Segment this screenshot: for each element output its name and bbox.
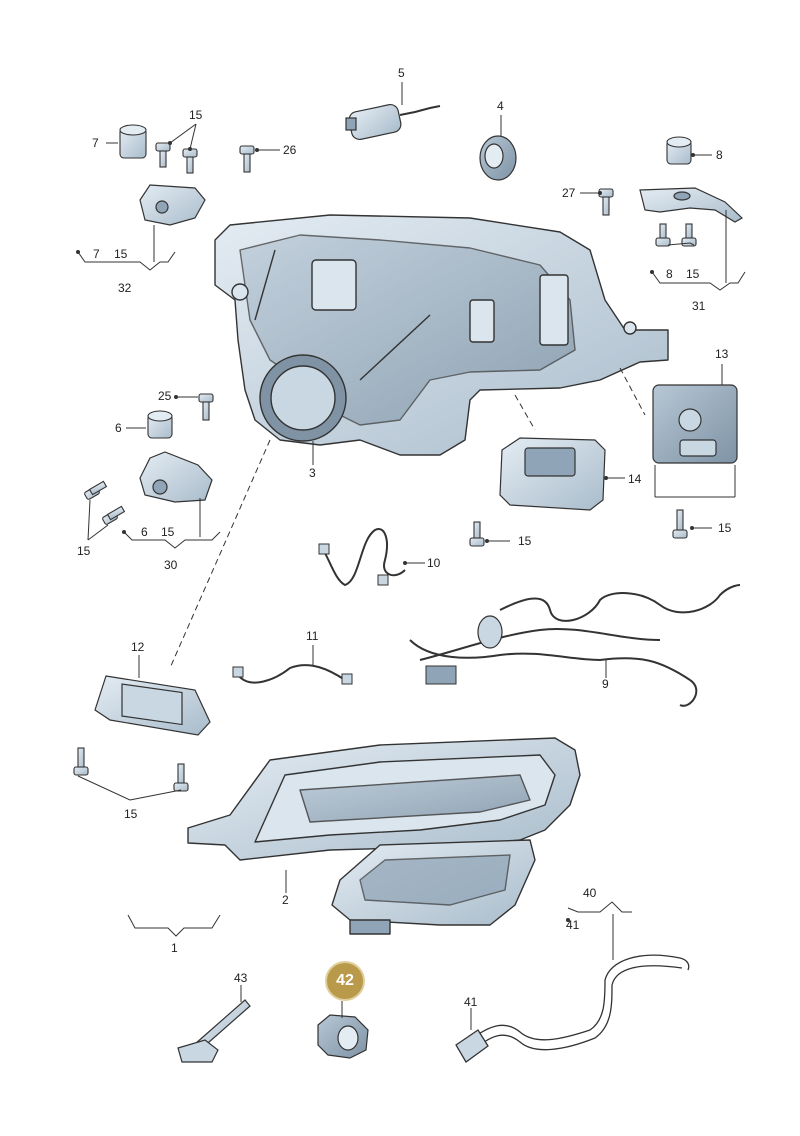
callout-30: 30 — [164, 558, 178, 572]
callout-15: 15 — [189, 108, 203, 122]
highlight-badge-42: 42 — [325, 961, 365, 1001]
callout-11: 11 — [306, 629, 319, 643]
callout-4: 4 — [497, 99, 504, 113]
callout-15-lower: 15 — [124, 807, 138, 821]
callout-15-range-left: 15 — [161, 525, 175, 539]
callout-31: 31 — [692, 299, 706, 313]
cable-tie — [177, 999, 251, 1063]
cover-cap — [479, 135, 517, 181]
headlight-lens-assembly — [187, 737, 581, 935]
callout-1: 1 — [171, 941, 178, 955]
control-unit-12 — [94, 675, 211, 736]
callout-26: 26 — [283, 143, 297, 157]
callout-6-range: 6 — [141, 525, 148, 539]
callout-12: 12 — [131, 640, 145, 654]
callout-41: 41 — [464, 995, 478, 1009]
actuator-motor — [345, 103, 441, 141]
callout-41-range: 41 — [566, 918, 580, 932]
callout-15-range: 15 — [114, 247, 128, 261]
fasteners — [73, 124, 697, 792]
grommet-part — [317, 1014, 369, 1059]
callout-13: 13 — [715, 347, 729, 361]
callout-27: 27 — [562, 186, 576, 200]
callout-43: 43 — [234, 971, 248, 985]
callout-8-range: 8 — [666, 267, 673, 281]
wiring-harnesses — [232, 528, 741, 707]
callout-40: 40 — [583, 886, 597, 900]
control-unit-13 — [652, 384, 738, 464]
callout-8: 8 — [716, 148, 723, 162]
callout-5: 5 — [398, 66, 405, 80]
callout-32: 32 — [118, 281, 132, 295]
callout-7-range: 7 — [93, 247, 100, 261]
vent-hose — [455, 954, 690, 1063]
callout-3: 3 — [309, 466, 316, 480]
mounting-brackets — [139, 184, 744, 503]
callout-7: 7 — [92, 136, 99, 150]
callout-15-module: 15 — [718, 521, 732, 535]
leader-lines — [77, 82, 746, 1030]
control-unit-14 — [499, 437, 606, 511]
callout-15-pair: 15 — [77, 544, 91, 558]
callout-15-range-right: 15 — [686, 267, 700, 281]
leader-dots — [76, 141, 695, 922]
callout-2: 2 — [282, 893, 289, 907]
callout-6: 6 — [115, 421, 122, 435]
callout-15-bolt: 15 — [518, 534, 532, 548]
callout-9: 9 — [602, 677, 609, 691]
callout-10: 10 — [427, 556, 441, 570]
headlight-housing — [214, 214, 669, 456]
callout-14: 14 — [628, 472, 642, 486]
callout-25: 25 — [158, 389, 172, 403]
